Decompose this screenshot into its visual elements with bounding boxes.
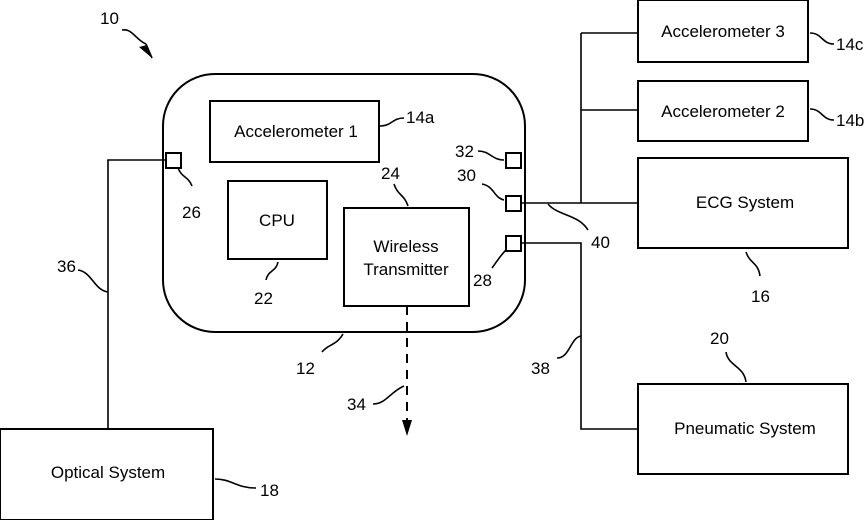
accelerometer-1-ref-leader [380,118,404,126]
port-30-ref-leader [482,184,504,200]
wireless-transmitter-block [344,208,469,306]
accelerometer-2-ref: 14b [836,111,864,130]
accelerometer-3-ref: 14c [836,35,864,54]
pneumatic-system-ref: 20 [710,329,729,348]
port-28 [506,236,521,251]
accelerometer-3-label: Accelerometer 3 [661,22,785,41]
cpu-ref-leader [266,262,278,280]
optical-connection-ref-leader [78,270,108,292]
figure-ref-leader [122,30,146,44]
ecg-system-ref: 16 [751,287,770,306]
port-30 [506,196,521,211]
pneumatic-system-label: Pneumatic System [674,419,816,438]
pneumatic-connection-ref-leader [557,336,581,358]
optical-connection-line [108,160,166,429]
wireless-signal-ref: 34 [347,395,366,414]
wireless-signal-ref-leader [373,386,404,404]
port-32 [506,153,521,168]
port-26 [166,153,181,168]
optical-connection-ref: 36 [57,257,76,276]
wireless-transmitter-ref: 24 [381,164,400,183]
port-28-ref-leader [492,250,506,268]
accelerometer-1-ref: 14a [406,108,435,127]
optical-system-ref-leader [215,479,256,488]
pneumatic-connection-ref: 38 [531,359,550,378]
port-26-ref: 26 [182,203,201,222]
port-26-ref-leader [178,168,192,186]
wireless-transmitter-label-line1: Wireless [373,237,438,256]
accelerometer-1-label: Accelerometer 1 [234,122,358,141]
wireless-transmitter-label-line2: Transmitter [363,260,449,279]
port-28-ref: 28 [473,271,492,290]
device-ref-label: 12 [296,359,315,378]
accelerometer-bus-ref: 40 [591,233,610,252]
wireless-signal-arrowhead [402,420,412,436]
port-32-ref: 32 [455,142,474,161]
ecg-system-ref-leader [746,252,760,276]
cpu-label: CPU [259,211,295,230]
pneumatic-system-ref-leader [726,352,746,382]
optical-system-ref: 18 [260,481,279,500]
accelerometer-bus-ref-leader [548,204,588,230]
optical-system-label: Optical System [51,463,165,482]
ecg-system-label: ECG System [696,193,794,212]
device-ref-leader [322,334,343,352]
accelerometer-2-ref-leader [810,109,834,120]
cpu-ref: 22 [254,289,273,308]
port-30-ref: 30 [457,166,476,185]
accelerometer-3-ref-leader [810,33,834,44]
figure-ref-label: 10 [100,9,119,28]
wireless-transmitter-ref-leader [394,184,408,206]
accelerometer-2-label: Accelerometer 2 [661,102,785,121]
port-32-ref-leader [478,151,504,160]
